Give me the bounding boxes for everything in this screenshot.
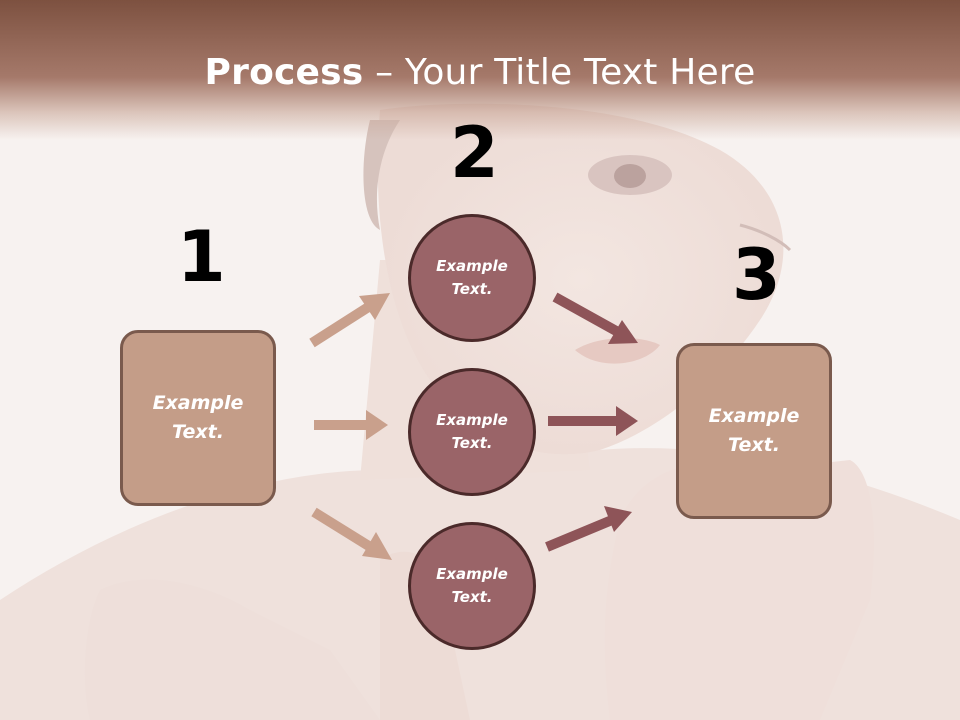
step-2-circle-middle: Example Text.	[408, 368, 536, 496]
page-title: Process – Your Title Text Here	[0, 52, 960, 93]
step-2-circle-top-text: Example Text.	[436, 257, 508, 298]
step-number-1: 1	[177, 216, 226, 298]
step-number-3: 3	[732, 234, 781, 316]
step-3-box: Example Text.	[676, 343, 832, 519]
step-number-2: 2	[450, 112, 499, 194]
title-band	[0, 0, 960, 140]
step-1-box-text: Example Text.	[152, 392, 244, 443]
step-2-circle-bottom-text: Example Text.	[436, 565, 508, 606]
step-2-circle-bottom: Example Text.	[408, 522, 536, 650]
step-3-box-text: Example Text.	[708, 405, 800, 456]
step-2-circle-top: Example Text.	[408, 214, 536, 342]
step-2-circle-middle-text: Example Text.	[436, 411, 508, 452]
title-rest: – Your Title Text Here	[363, 52, 756, 93]
title-bold: Process	[204, 52, 364, 93]
step-1-box: Example Text.	[120, 330, 276, 506]
